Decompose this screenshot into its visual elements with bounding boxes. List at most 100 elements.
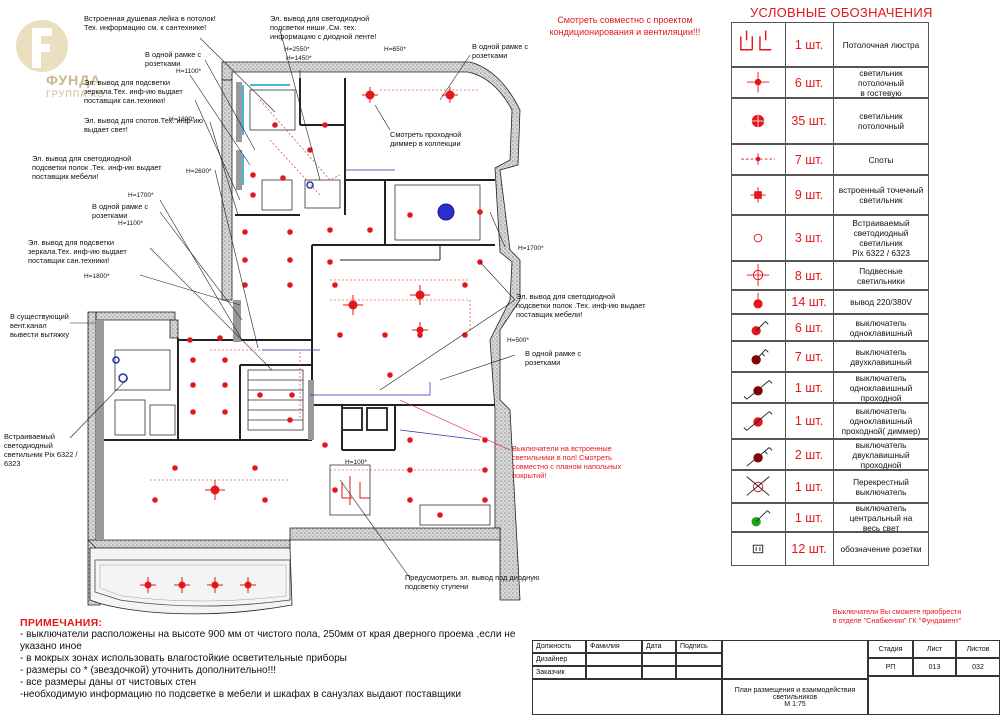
legend-description: выключатель центральный на весь свет	[849, 502, 913, 533]
legend-count: 1 шт.	[785, 23, 834, 66]
height-mark: H=1450*	[286, 55, 312, 62]
legend-description: встроенный точечный светильник	[838, 185, 924, 205]
legend-count: 6 шт.	[785, 68, 834, 97]
legend-symbol	[732, 504, 786, 531]
legend-description: Перекрестный выключатель	[853, 476, 909, 497]
company-area	[868, 676, 1000, 715]
spot-icon	[741, 153, 775, 165]
client-date	[642, 666, 676, 679]
legend-description: выключатель двухклавишный	[850, 346, 912, 367]
legend-symbol	[732, 342, 786, 371]
wiring	[150, 89, 480, 481]
legend-count: 14 шт.	[785, 291, 834, 313]
height-mark: H=1700*	[128, 192, 154, 199]
plan-note: Встроенная душевая лейка в потолок! Тех.…	[84, 14, 216, 32]
switch-dimmer-icon	[743, 411, 773, 431]
legend-count: 35 шт.	[785, 99, 834, 143]
legend-count: 9 шт.	[785, 176, 834, 214]
legend-count: 1 шт.	[785, 504, 834, 531]
legend-description: Встраиваемый светодиодный светильник Pix…	[852, 218, 910, 258]
legend-row: 2 шт.выключатель двуклавишный проходной	[731, 439, 929, 470]
switch-double-pass-icon	[746, 447, 773, 467]
designer-date	[642, 653, 676, 666]
ceiling-light-icon	[749, 112, 767, 130]
legend-symbol	[732, 176, 786, 214]
socket-icon	[752, 544, 764, 554]
plan-note: Эл. вывод для светодиодной подсветки пол…	[516, 292, 646, 319]
plan-note: В одной рамке с розетками	[92, 202, 149, 220]
note-line: -необходимую информацию по подсветке в м…	[20, 689, 462, 700]
height-mark: H=650*	[384, 46, 406, 53]
col-role: Должность	[532, 640, 586, 653]
legend-description: выключатель двуклавишный проходной	[852, 439, 910, 470]
height-mark: H=100*	[345, 459, 367, 466]
recessed-spot-icon	[750, 187, 766, 203]
legend-symbol	[732, 99, 786, 143]
designer-sign	[676, 653, 722, 666]
legend-count: 3 шт.	[785, 216, 834, 260]
legend-symbol	[732, 23, 786, 66]
legend-symbol	[732, 291, 786, 313]
note-line: - все размеры даны от чистовых стен	[20, 677, 197, 688]
height-marks: H=2550* H=1450* H=650* H=1100* H=1800* H…	[84, 46, 544, 466]
legend-row: 1 шт. Потолочная люстра	[731, 22, 929, 67]
plan-note: В одной рамке с розетками	[145, 50, 202, 68]
role-client: Заказчик	[532, 666, 586, 679]
height-mark: H=1800*	[84, 273, 110, 280]
switch-single-pass-icon	[743, 380, 773, 400]
plan-note: Эл. вывод для спотов.Тех. инф-ию выдает …	[84, 116, 203, 134]
legend-description: светильник потолочный в гостевую	[858, 67, 904, 98]
header-red-note: Смотреть совместно с проектом кондициони…	[549, 15, 701, 37]
legend-row: 1 шт.Перекрестный выключатель	[731, 470, 929, 503]
legend-count: 7 шт.	[785, 342, 834, 371]
height-mark: H=1800*	[169, 116, 195, 123]
sheets-label: Листов	[956, 640, 1000, 658]
legend-symbol	[732, 68, 786, 97]
legend-description: выключатель одноклавишный проходной	[849, 372, 913, 403]
led-recessed-icon	[753, 233, 763, 243]
height-mark: H=500*	[507, 337, 529, 344]
sheets-value: 032	[956, 658, 1000, 676]
cross-switch-icon	[746, 476, 770, 496]
red-leader	[399, 399, 511, 451]
client-sign	[676, 666, 722, 679]
legend-row: 1 шт. выключатель одноклавишный проходной	[731, 372, 929, 403]
legend-title: УСЛОВНЫЕ ОБОЗНАЧЕНИЯ	[750, 5, 933, 20]
ventilation-fixtures	[112, 181, 455, 383]
stage-label: Стадия	[868, 640, 913, 658]
plan-note: Эл. вывод для светодиодной подсветки ниш…	[270, 14, 377, 41]
legend-symbol	[732, 373, 786, 402]
height-mark: H=1100*	[118, 220, 143, 227]
legend-count: 7 шт.	[785, 145, 834, 174]
plan-note: Эл. вывод для подсветки зеркала.Тех. инф…	[84, 78, 183, 105]
legend-row: 6 шт. светильник потолочный в гостевую	[731, 67, 929, 98]
project-area	[722, 640, 868, 679]
empty-area	[532, 679, 722, 715]
plan-note: Смотреть проходной диммер в коллекции	[390, 130, 462, 148]
ceiling-lights	[152, 122, 488, 518]
logo-subtitle: ГРУППА КО	[46, 89, 105, 99]
legend-row: 12 шт.обозначение розетки	[731, 532, 929, 566]
legend-row: 35 шт.светильник потолочный	[731, 98, 929, 144]
legend-symbol	[732, 471, 786, 502]
legend-symbol	[732, 440, 786, 469]
master-switch-icon	[751, 510, 771, 527]
guest-ceiling-light-icon	[746, 71, 770, 93]
col-sign: Подпись	[676, 640, 722, 653]
legend-row: 14 шт.вывод 220/380V	[731, 290, 929, 314]
legend-symbol	[732, 262, 786, 289]
legend-count: 8 шт.	[785, 262, 834, 289]
note-line: - размеры со * (звездочкой) уточнить доп…	[20, 665, 277, 676]
height-mark: H=1100*	[176, 68, 201, 75]
legend-description: Потолочная люстра	[842, 39, 920, 50]
legend-count: 6 шт.	[785, 315, 834, 340]
wall-fragments	[96, 82, 314, 540]
drawing-scale: М 1:75	[784, 700, 806, 708]
legend-count: 1 шт.	[785, 373, 834, 402]
chandelier	[341, 476, 370, 505]
chandelier-icon	[740, 30, 772, 51]
legend-row: 8 шт.Подвесные светильники	[731, 261, 929, 290]
sheet-value: 013	[913, 658, 956, 676]
red-switch-note: Выключатели на встроенные светильники в …	[512, 444, 622, 480]
plan-note: В существующий вент.канал вывести вытяжк…	[10, 312, 70, 339]
